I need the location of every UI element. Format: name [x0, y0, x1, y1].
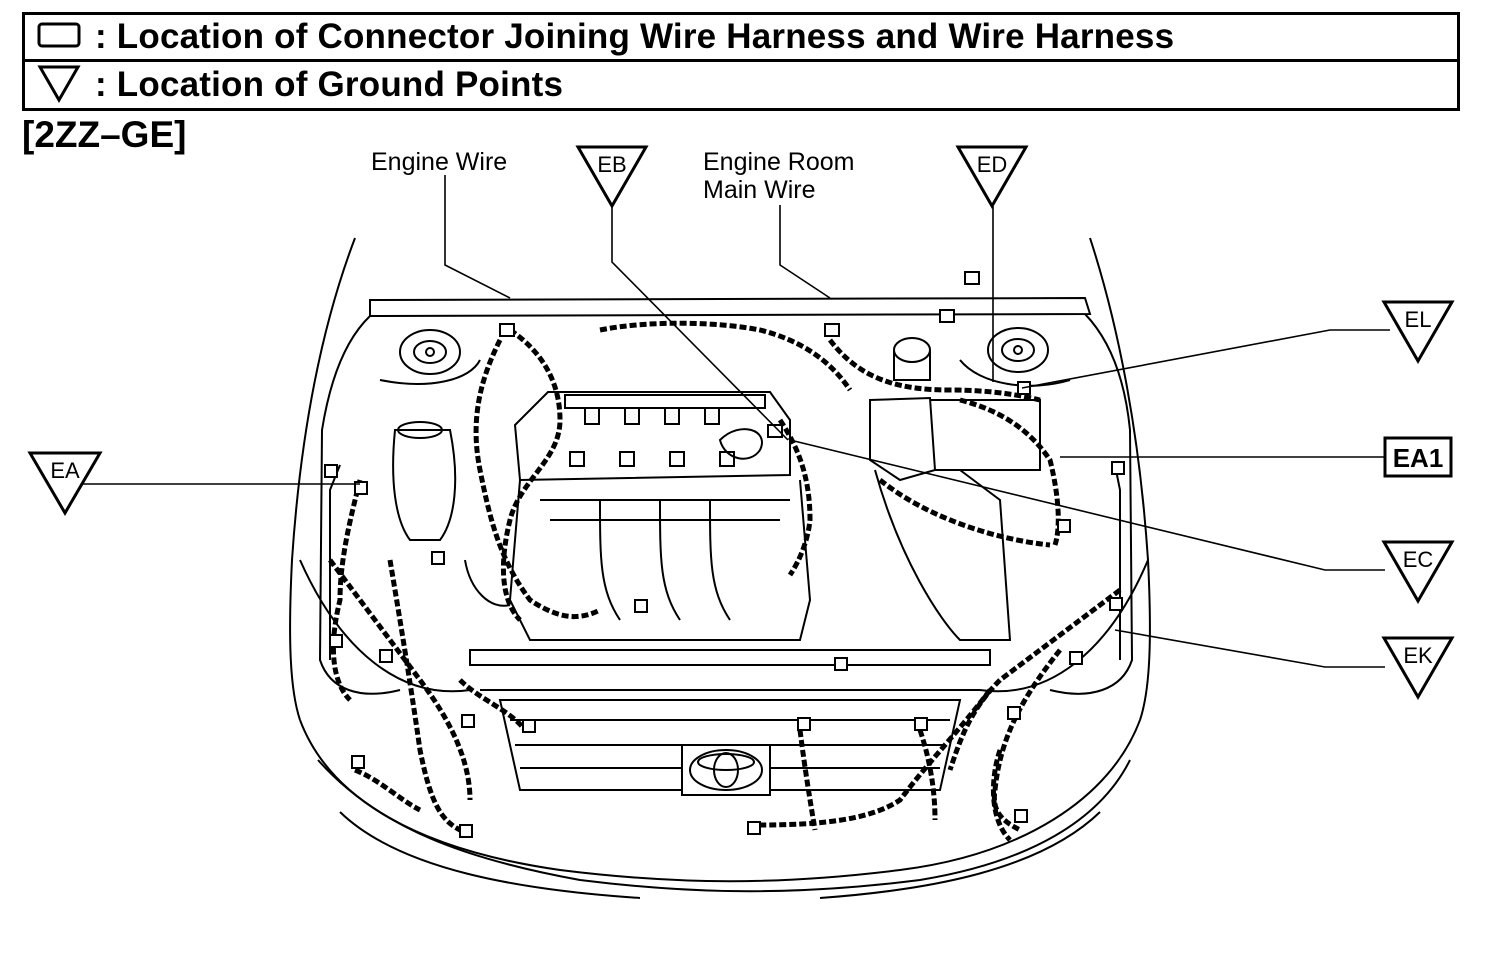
- strut-tower-right: [987, 327, 1049, 373]
- leader-lines: [66, 175, 1390, 668]
- legend-ground-text: : Location of Ground Points: [95, 65, 564, 104]
- engine-room-main-wire-label-line1: Engine Room: [703, 148, 854, 176]
- ground-point-ea-label: EA: [50, 458, 80, 483]
- legend-ground-row: : Location of Ground Points: [22, 62, 1460, 111]
- car-body-outline: [289, 237, 1151, 899]
- harness-connectors: [324, 271, 1125, 838]
- ground-point-eb-label: EB: [597, 152, 626, 177]
- ground-point-ea: EA: [27, 451, 103, 516]
- rectangle-icon: [37, 22, 81, 53]
- connector-ea1: EA1: [1383, 436, 1453, 478]
- legend-connector-text: : Location of Connector Joining Wire Har…: [95, 17, 1175, 56]
- ground-point-ek: EK: [1381, 636, 1455, 701]
- ground-point-eb: EB: [575, 145, 649, 210]
- engine-model-label: [2ZZ–GE]: [22, 114, 187, 155]
- ground-point-ed-label: ED: [977, 152, 1008, 177]
- ground-point-el-label: EL: [1405, 307, 1432, 332]
- ground-point-el: EL: [1381, 300, 1455, 365]
- ignition-coils: [569, 407, 735, 467]
- engine-block: [508, 391, 812, 641]
- legend-connector-row: : Location of Connector Joining Wire Har…: [22, 12, 1460, 62]
- engine-room-main-wire-label-line2: Main Wire: [703, 176, 816, 204]
- ground-point-ek-label: EK: [1403, 643, 1433, 668]
- engine-wire-label: Engine Wire: [371, 148, 507, 176]
- wire-harness-routes: [327, 320, 1122, 842]
- strut-tower-left: [399, 329, 461, 375]
- ground-point-ec: EC: [1381, 540, 1455, 605]
- coolant-reservoir: [392, 421, 511, 607]
- air-intake-assembly: [869, 337, 1041, 641]
- ground-point-ec-label: EC: [1403, 547, 1434, 572]
- inverted-triangle-icon: [37, 63, 81, 108]
- ground-point-ed: ED: [955, 145, 1029, 210]
- connector-ea1-label: EA1: [1393, 443, 1444, 473]
- toyota-emblem-icon: [681, 744, 771, 796]
